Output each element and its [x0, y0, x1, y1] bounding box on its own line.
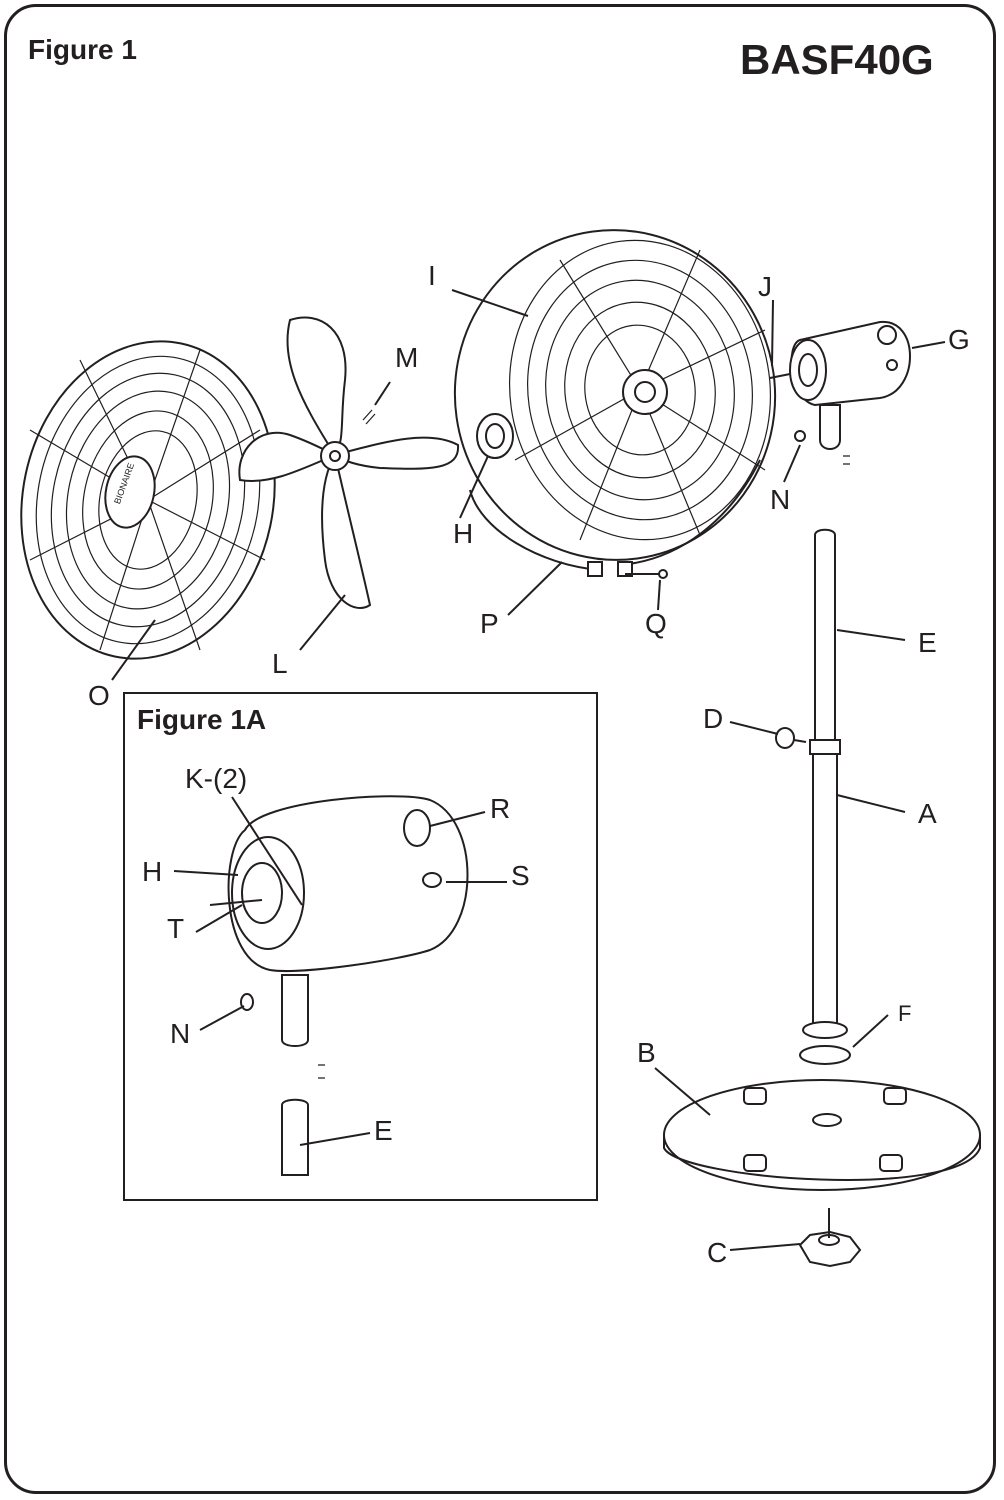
motor-housing	[789, 320, 911, 450]
label-e: E	[918, 627, 937, 658]
label-q: Q	[645, 608, 667, 639]
label-b: B	[637, 1037, 656, 1068]
label-c: C	[707, 1237, 727, 1268]
ring-f	[799, 1045, 851, 1065]
model-number: BASF40G	[740, 36, 934, 83]
inset-label-s: S	[511, 860, 530, 891]
blade-screw-m	[362, 409, 376, 425]
label-l: L	[272, 648, 288, 679]
inset-pole	[281, 1098, 309, 1176]
label-h: H	[453, 518, 473, 549]
label-j: J	[758, 271, 772, 302]
label-i: I	[428, 260, 436, 291]
knob-d	[775, 727, 807, 749]
inset-label-r: R	[490, 793, 510, 824]
label-o: O	[88, 680, 110, 711]
inset-label-k: K-(2)	[185, 763, 247, 794]
inset-label-t: T	[167, 913, 184, 944]
base-knob	[798, 1208, 862, 1268]
label-n: N	[770, 484, 790, 515]
label-m: M	[395, 342, 418, 373]
label-f: F	[898, 1001, 911, 1026]
front-grille: BIONAIRE	[20, 340, 276, 660]
fan-blade	[238, 316, 460, 609]
inset-label-e: E	[374, 1115, 393, 1146]
inset-label-h: H	[142, 856, 162, 887]
knob-n	[794, 430, 806, 442]
inset-title: Figure 1A	[137, 704, 267, 735]
pole	[802, 528, 848, 1039]
inset-label-n: N	[170, 1018, 190, 1049]
label-a: A	[918, 798, 937, 829]
rear-grille	[453, 229, 777, 577]
grille-nut	[476, 413, 514, 459]
base	[663, 1079, 981, 1191]
label-g: G	[948, 324, 970, 355]
figure-title: Figure 1	[28, 34, 137, 65]
inset-motor	[209, 795, 469, 1079]
label-d: D	[703, 703, 723, 734]
page-frame	[4, 4, 996, 1494]
figure-1a-inset-box	[123, 692, 598, 1201]
label-p: P	[480, 608, 499, 639]
